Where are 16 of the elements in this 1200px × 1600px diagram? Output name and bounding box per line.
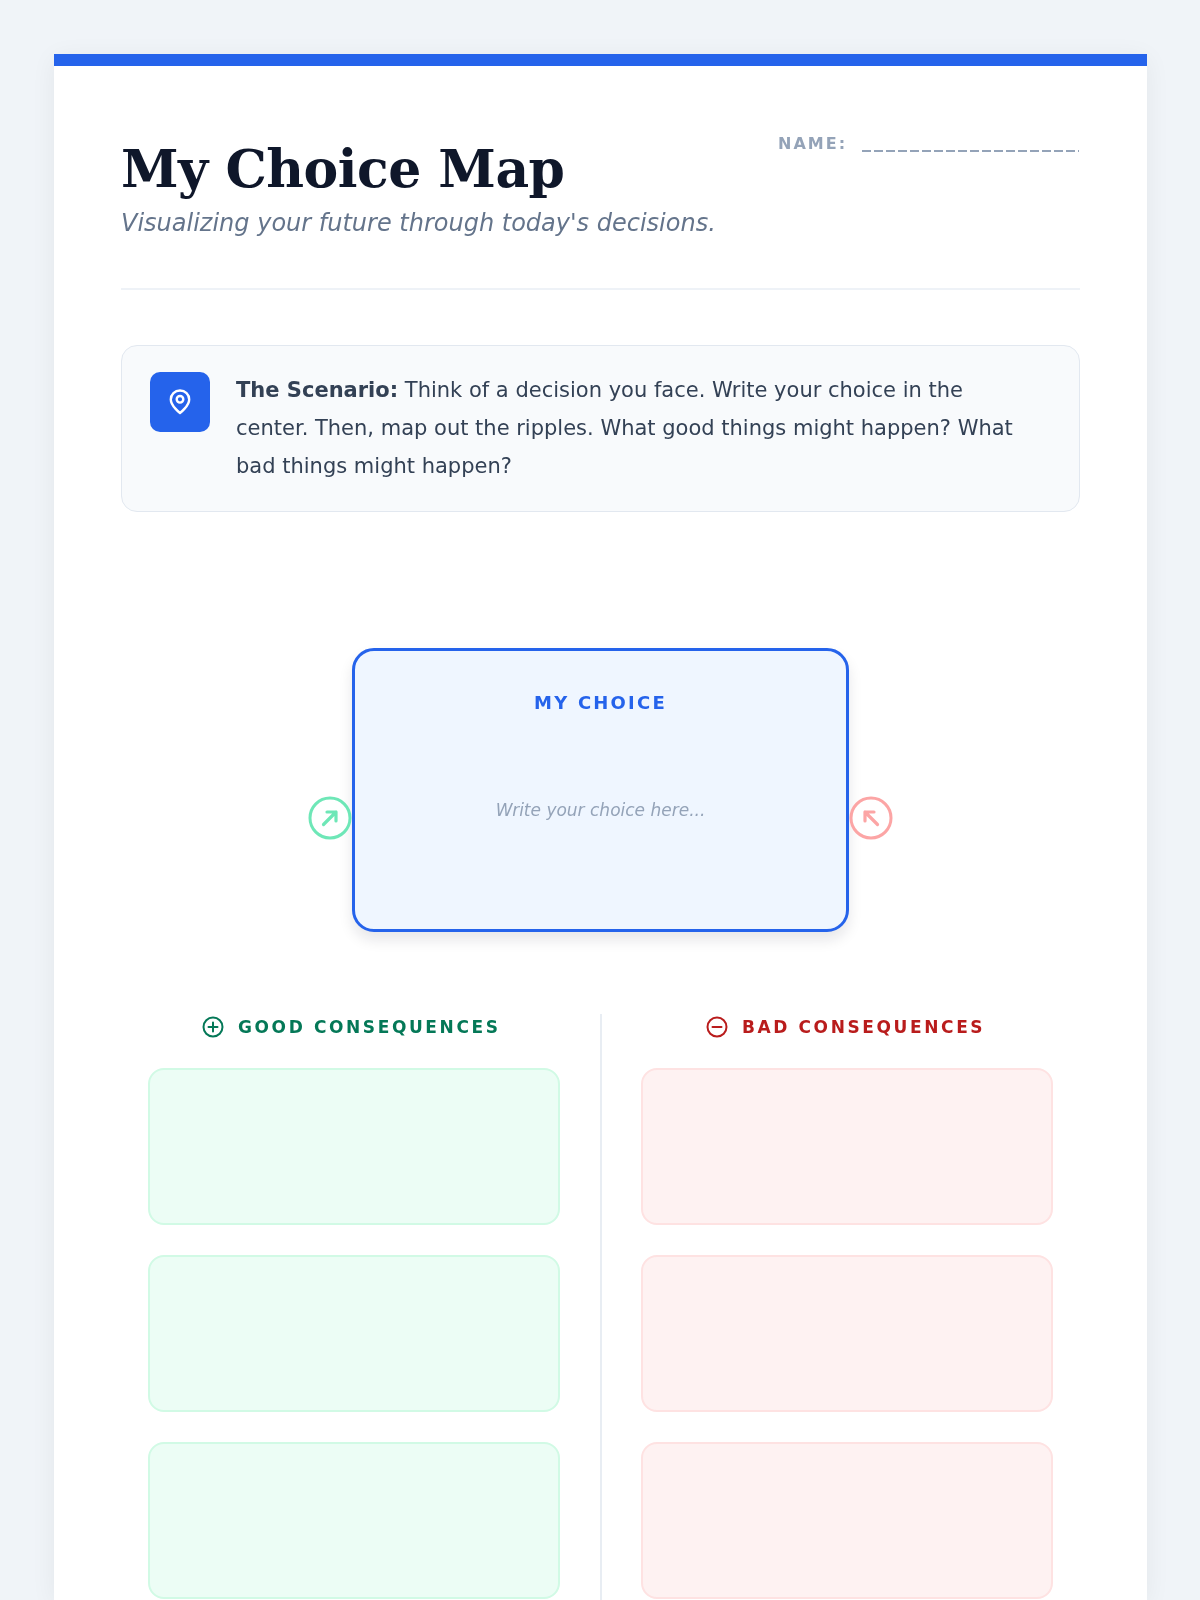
section-heading: GOOD CONSEQUENCES (238, 1016, 501, 1038)
choice-card (352, 648, 849, 932)
answer-box (641, 1442, 1053, 1599)
scenario-text: The Scenario: Think of a decision you face. Write your choice in the center. Then, map out the ripples. What good things might happen? What bad things might happen? (236, 377, 1014, 480)
placeholder-text: Write your choice here... (495, 799, 706, 821)
answer-box (641, 1255, 1053, 1412)
page-title: My Choice Map (121, 138, 565, 200)
card-heading: MY CHOICE (534, 692, 667, 714)
answer-box (148, 1442, 560, 1599)
subtitle: Visualizing your future through today's decisions. (121, 208, 716, 238)
name-label: NAME: (778, 134, 848, 154)
section-heading: BAD CONSEQUENCES (742, 1016, 986, 1038)
scenario-card (121, 345, 1080, 512)
answer-box (641, 1068, 1053, 1225)
answer-box (148, 1068, 560, 1225)
answer-box (148, 1255, 560, 1412)
